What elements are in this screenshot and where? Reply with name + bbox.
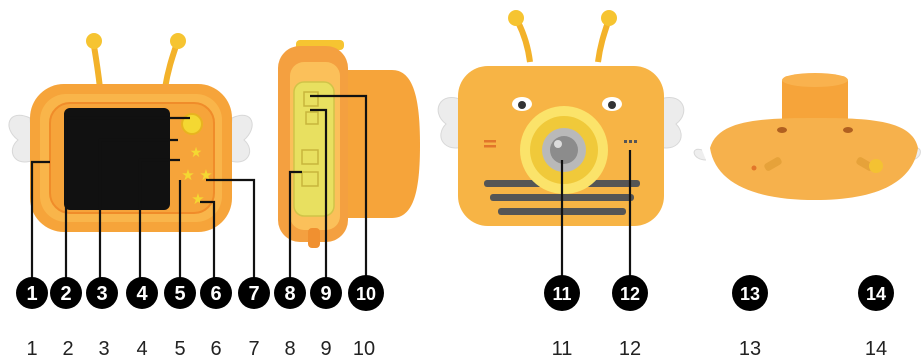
bottom-label-13: 13 [739, 338, 761, 360]
callout-10: 10 [348, 275, 384, 311]
svg-text:9: 9 [320, 283, 331, 305]
svg-text:4: 4 [136, 283, 148, 305]
callout-11: 11 [544, 275, 580, 311]
bottom-label-1: 1 [26, 338, 37, 360]
bottom-label-2: 2 [62, 338, 73, 360]
bottom-label-4: 4 [136, 338, 147, 360]
svg-text:1: 1 [26, 283, 37, 305]
callout-2: 2 [50, 277, 82, 309]
callout-6: 6 [200, 277, 232, 309]
svg-text:8: 8 [284, 283, 295, 305]
svg-text:2: 2 [60, 283, 71, 305]
callout-8: 8 [274, 277, 306, 309]
callout-3: 3 [86, 277, 118, 309]
svg-text:13: 13 [740, 284, 760, 304]
bottom-label-7: 7 [248, 338, 259, 360]
bottom-label-12: 12 [619, 338, 641, 360]
callout-12: 12 [612, 275, 648, 311]
svg-text:★: ★ [191, 191, 204, 208]
svg-text:14: 14 [866, 284, 886, 304]
camera-bottom-view [694, 73, 920, 200]
svg-text:12: 12 [620, 284, 640, 304]
svg-text:11: 11 [552, 284, 571, 304]
callout-4: 4 [126, 277, 158, 309]
bottom-label-6: 6 [210, 338, 221, 360]
callout-5: 5 [164, 277, 196, 309]
svg-text:3: 3 [96, 283, 107, 305]
bottom-label-8: 8 [284, 338, 295, 360]
svg-text:10: 10 [356, 284, 376, 304]
svg-text:★: ★ [181, 167, 194, 184]
svg-text:6: 6 [210, 283, 221, 305]
callout-7: 7 [238, 277, 270, 309]
bottom-label-9: 9 [320, 338, 331, 360]
bottom-label-3: 3 [98, 338, 109, 360]
svg-text:7: 7 [248, 283, 259, 305]
svg-text:★: ★ [190, 144, 203, 160]
callout-1: 1 [16, 277, 48, 309]
camera-side-view [278, 40, 420, 248]
svg-text:★: ★ [199, 167, 212, 184]
callout-9: 9 [310, 277, 342, 309]
camera-back-view: ★ ★ ★ ★ [9, 33, 252, 232]
bottom-label-5: 5 [174, 338, 185, 360]
bottom-label-14: 14 [865, 338, 887, 360]
callout-13: 13 [732, 275, 768, 311]
bottom-label-row: 1 2 3 4 5 6 7 8 9 10 11 12 13 14 [26, 338, 887, 360]
callout-14: 14 [858, 275, 894, 311]
svg-text:5: 5 [174, 283, 185, 305]
bottom-label-10: 10 [353, 338, 375, 360]
callout-markers: 1 2 3 4 5 6 7 8 9 10 11 12 13 14 [16, 275, 894, 311]
bottom-label-11: 11 [552, 338, 573, 360]
